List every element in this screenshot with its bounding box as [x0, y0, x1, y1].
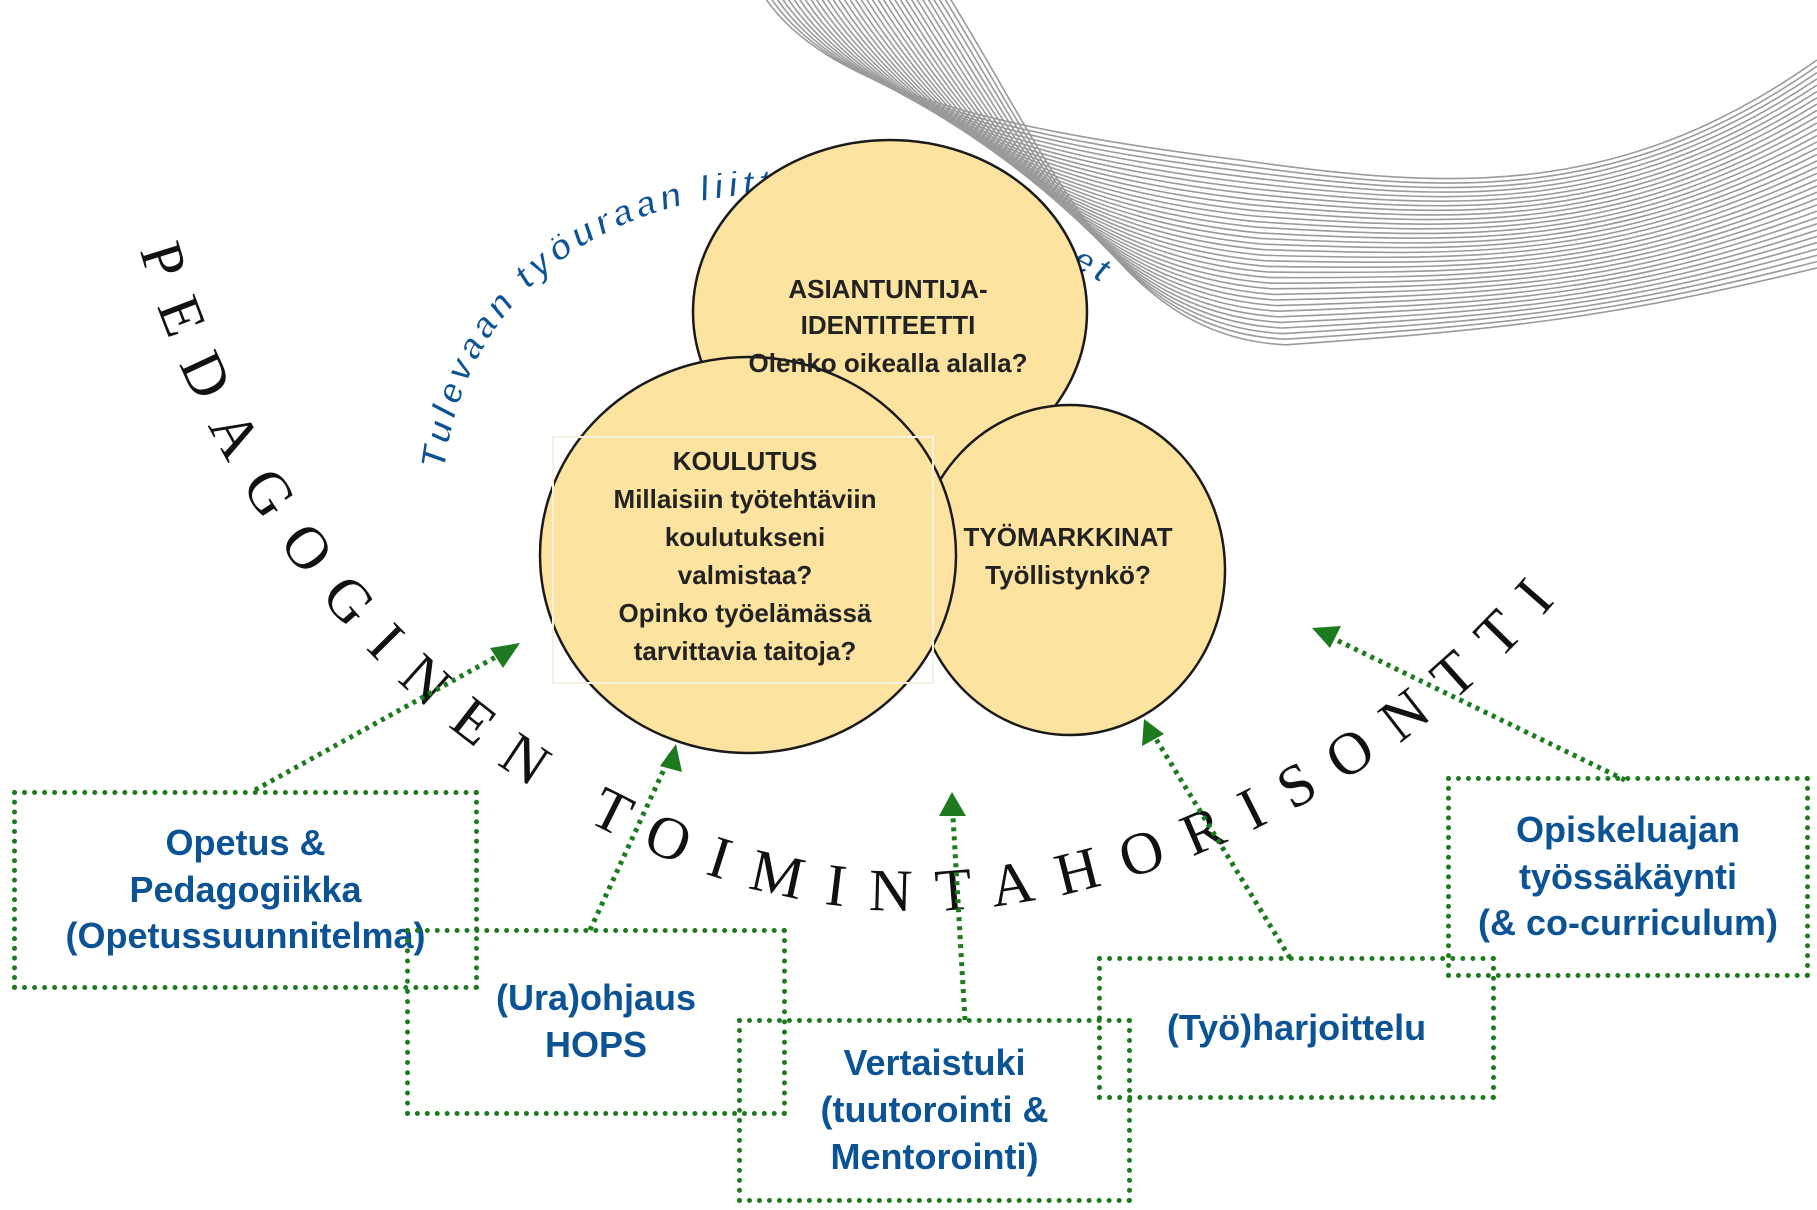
box-work-line-2: työssäkäynti: [1518, 855, 1738, 897]
box-teaching: Opetus & Pedagogiikka (Opetussuunnitelma…: [12, 790, 479, 990]
ribbon-strand: [899, 0, 1817, 296]
labor-market-question: Työllistynkö?: [985, 560, 1151, 590]
arrow-teaching: [253, 645, 514, 793]
box-teaching-line-2: Pedagogiikka: [129, 868, 362, 910]
box-work-during-studies: Opiskeluajan työssäkäynti (& co-curricul…: [1446, 776, 1810, 978]
arrows: [253, 629, 1627, 1021]
ribbon-strand: [905, 0, 1817, 301]
ribbon-strand: [860, 0, 1817, 259]
box-peer-support-line-2: (tuutorointi &: [820, 1089, 1049, 1131]
identity-title-2: IDENTITEETTI: [801, 310, 976, 340]
box-peer-support-line-3: Mentorointi): [830, 1135, 1039, 1177]
box-guidance-line-1: (Ura)ohjaus: [495, 977, 697, 1019]
identity-title: ASIANTUNTIJA-: [788, 274, 987, 304]
arrow-internship: [1145, 724, 1293, 960]
ribbon-strand: [882, 0, 1817, 279]
education-line-4: Opinko työelämässä: [619, 598, 872, 628]
box-work-line-3: (& co-curriculum): [1477, 902, 1779, 944]
box-teaching-line-1: Opetus &: [165, 821, 326, 863]
arrow-guidance: [587, 750, 675, 932]
ribbon-strand: [927, 0, 1817, 324]
ribbon-strand: [877, 0, 1817, 274]
ribbon-strand: [810, 0, 1817, 216]
education-line-3: valmistaa?: [678, 560, 812, 590]
arrowhead-internship: [1142, 719, 1164, 746]
education-line-1: Millaisiin työtehtäviin: [614, 484, 877, 514]
box-work-line-1: Opiskeluajan: [1515, 808, 1741, 850]
arrowhead-work: [1312, 626, 1341, 648]
ribbon-strand: [944, 0, 1817, 341]
box-guidance-line-2: HOPS: [544, 1024, 648, 1065]
box-peer-support-line-1: Vertaistuki: [843, 1042, 1026, 1084]
box-internship: (Työ)harjoittelu: [1097, 956, 1496, 1100]
ribbon-strand: [855, 0, 1817, 254]
box-peer-support-text: Vertaistuki (tuutorointi & Mentorointi): [821, 1040, 1049, 1180]
ribbon-strand: [871, 0, 1817, 269]
ribbon-strand: [938, 0, 1817, 335]
ribbon-strand: [799, 0, 1817, 207]
ribbon-strand: [821, 0, 1817, 225]
education-title: KOULUTUS: [673, 446, 817, 476]
ribbon-strand: [922, 0, 1817, 318]
ribbon-strand: [933, 0, 1817, 329]
education-highlight-frame: [552, 436, 934, 684]
box-guidance: (Ura)ohjaus HOPS: [405, 928, 787, 1116]
identity-question: Olenko oikealla alalla?: [749, 348, 1028, 378]
ribbon-strand: [815, 0, 1817, 221]
box-teaching-text: Opetus & Pedagogiikka (Opetussuunnitelma…: [65, 820, 425, 960]
ribbon-strand: [804, 0, 1817, 212]
ribbon-strand: [849, 0, 1817, 249]
arrowhead-peer-support: [939, 792, 966, 816]
ribbon-strand: [788, 0, 1817, 198]
arrowhead-guidance: [660, 744, 682, 772]
education-line-5: tarvittavia taitoja?: [634, 636, 857, 666]
ribbon-strand: [832, 0, 1817, 235]
box-guidance-text: (Ura)ohjaus HOPS: [496, 975, 696, 1069]
box-internship-text: (Työ)harjoittelu: [1167, 1005, 1426, 1052]
ribbon-strand: [838, 0, 1817, 239]
ribbon-strand: [950, 0, 1817, 346]
ribbon-strand: [916, 0, 1817, 313]
ribbon-strand: [793, 0, 1817, 203]
arrow-peer-support: [949, 799, 968, 1021]
ribbon-strand: [866, 0, 1817, 264]
ribbon-strand: [888, 0, 1817, 285]
box-teaching-line-3: (Opetussuunnitelma): [65, 915, 426, 957]
ribbon-strand: [910, 0, 1817, 307]
ribbon-strand: [894, 0, 1817, 290]
ribbon-strand: [843, 0, 1817, 244]
box-peer-support: Vertaistuki (tuutorointi & Mentorointi): [737, 1018, 1132, 1203]
education-line-2: koulutukseni: [665, 522, 825, 552]
decorative-ribbon: [765, 0, 1817, 346]
arrow-work: [1318, 629, 1627, 783]
arrowhead-teaching: [490, 643, 520, 668]
ribbon-strand: [827, 0, 1817, 230]
box-internship-line-1: (Työ)harjoittelu: [1166, 1006, 1427, 1048]
circle-education: [538, 355, 958, 755]
labor-market-title: TYÖMARKKINAT: [964, 522, 1173, 552]
arrowheads: [490, 626, 1341, 816]
ribbon-strand: [782, 0, 1817, 193]
box-work-text: Opiskeluajan työssäkäynti (& co-curricul…: [1478, 807, 1778, 947]
